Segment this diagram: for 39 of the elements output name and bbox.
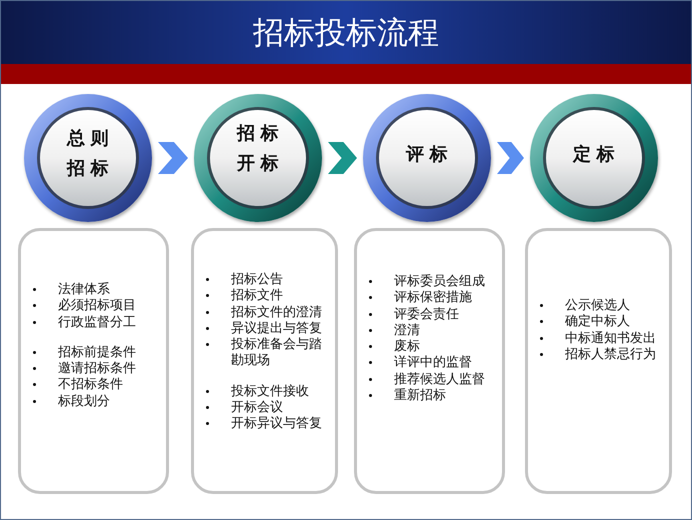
list-item: 不招标条件 [58, 376, 124, 393]
chevron-arrow [497, 142, 524, 174]
list-card [354, 228, 505, 494]
chevron-arrow [158, 142, 188, 174]
list-item: 必须招标项目 [58, 297, 137, 314]
list-item: 推荐候选人监督 [394, 370, 486, 388]
stage-label: 评标 [404, 143, 454, 166]
list-item: 招标前提条件 [58, 344, 137, 360]
list-card [18, 228, 169, 494]
list-item: 确定中标人 [565, 313, 631, 330]
list-item: 公示候选人 [565, 297, 631, 314]
list-item: 详评中的监督 [394, 354, 473, 371]
list-item: 邀请招标条件 [58, 360, 137, 376]
stage-label: 定标 [572, 143, 621, 166]
stage-label: 招标开标 [236, 122, 285, 175]
list-item: 法律体系 [58, 281, 111, 298]
list-item: 招标文件 [231, 287, 284, 304]
list-item: 开标会议 [231, 399, 284, 416]
list-item: 重新招标 [394, 387, 447, 404]
list-item: 评标保密措施 [394, 289, 473, 306]
list-item: 招标文件的澄清 [231, 304, 323, 320]
list-item: 投标文件接收 [231, 382, 310, 400]
list-item: 评委会责任 [394, 306, 460, 322]
list-item: 招标人禁忌行为 [565, 346, 657, 362]
list-item: 评标委员会组成 [394, 273, 486, 290]
chevron-arrow [328, 142, 357, 174]
list-item: 行政监督分工 [58, 314, 137, 330]
title-text: 招标投标流程 [253, 14, 439, 52]
list-item: 招标公告 [231, 271, 284, 288]
list-card [191, 228, 338, 494]
list-item: 异议提出与答复 [231, 320, 323, 336]
list-item: 开标异议与答复 [231, 415, 323, 432]
list-item: 标段划分 [58, 392, 111, 410]
list-item: 澄清 [394, 322, 421, 338]
list-card [525, 228, 672, 494]
list-item: 废标 [394, 338, 421, 354]
list-item: 投标准备会与踏勘现场 [231, 336, 323, 369]
stage-label: 总则招标 [66, 127, 115, 180]
list-item: 中标通知书发出 [565, 330, 657, 346]
